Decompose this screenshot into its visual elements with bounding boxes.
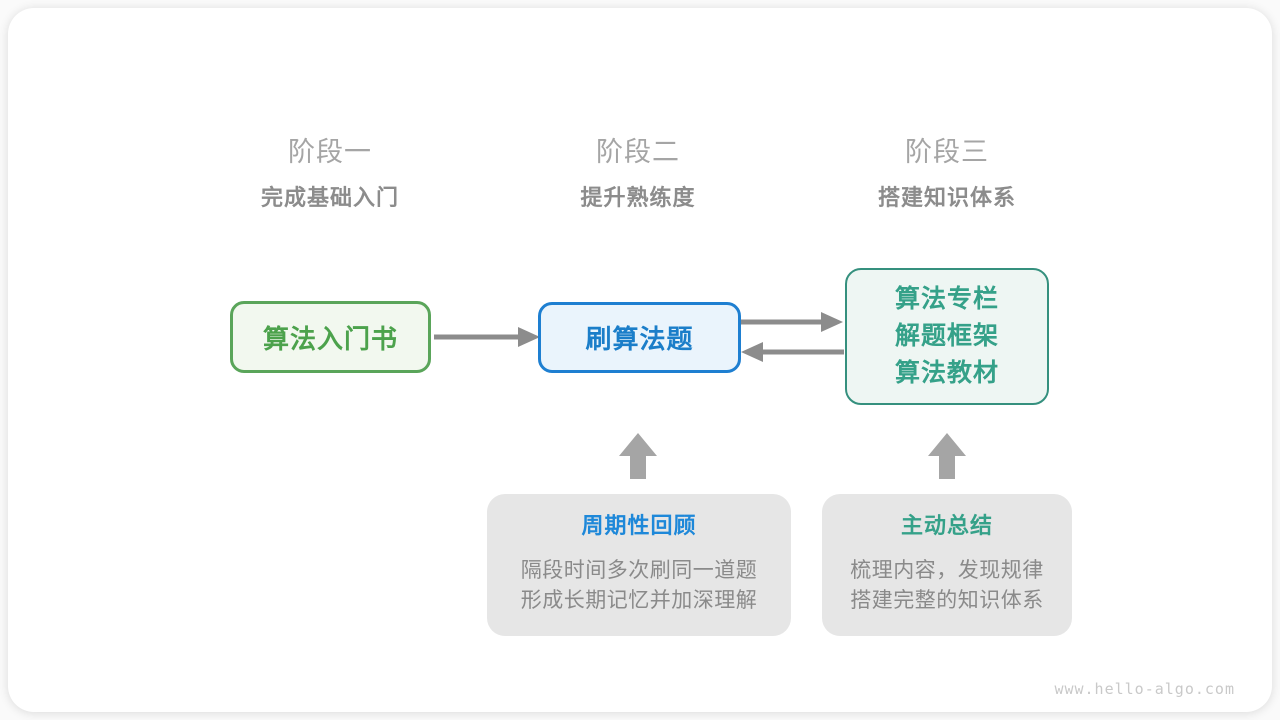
watermark: www.hello-algo.com [1054, 680, 1235, 698]
arrow-review-up [619, 433, 657, 479]
callout-active-summary-title: 主动总结 [900, 513, 993, 538]
node-advanced-resources-line-1: 算法专栏 [894, 285, 999, 313]
arrow-summary-up [928, 433, 966, 479]
node-intro-book-label: 算法入门书 [262, 323, 398, 354]
stage-2-label: 阶段二 [596, 137, 680, 167]
callout-periodic-review-line-2: 形成长期记忆并加深理解 [520, 589, 758, 612]
callout-active-summary-line-2: 搭建完整的知识体系 [850, 589, 1044, 612]
stage-1-label: 阶段一 [288, 137, 372, 167]
node-intro-book: 算法入门书 [230, 301, 431, 373]
callout-periodic-review-title: 周期性回顾 [581, 513, 697, 538]
node-advanced-resources: 算法专栏 解题框架 算法教材 [845, 268, 1049, 405]
arrow-intro-to-practice [434, 327, 540, 347]
node-practice-problems: 刷算法题 [538, 302, 741, 373]
callout-periodic-review: 周期性回顾 隔段时间多次刷同一道题 形成长期记忆并加深理解 [487, 494, 791, 636]
node-practice-problems-label: 刷算法题 [585, 324, 694, 354]
node-advanced-resources-line-2: 解题框架 [894, 322, 999, 350]
node-advanced-resources-line-3: 算法教材 [894, 359, 999, 387]
stage-2-subtitle: 提升熟练度 [580, 185, 696, 210]
arrow-practice-to-resources [741, 312, 843, 332]
callout-active-summary: 主动总结 梳理内容，发现规律 搭建完整的知识体系 [822, 494, 1072, 636]
callout-periodic-review-line-1: 隔段时间多次刷同一道题 [520, 559, 758, 582]
stage-3-label: 阶段三 [905, 137, 989, 167]
stage-1-subtitle: 完成基础入门 [260, 185, 400, 210]
arrow-resources-to-practice [741, 342, 844, 362]
callout-active-summary-line-1: 梳理内容，发现规律 [850, 559, 1044, 582]
stage-3-subtitle: 搭建知识体系 [877, 185, 1017, 210]
